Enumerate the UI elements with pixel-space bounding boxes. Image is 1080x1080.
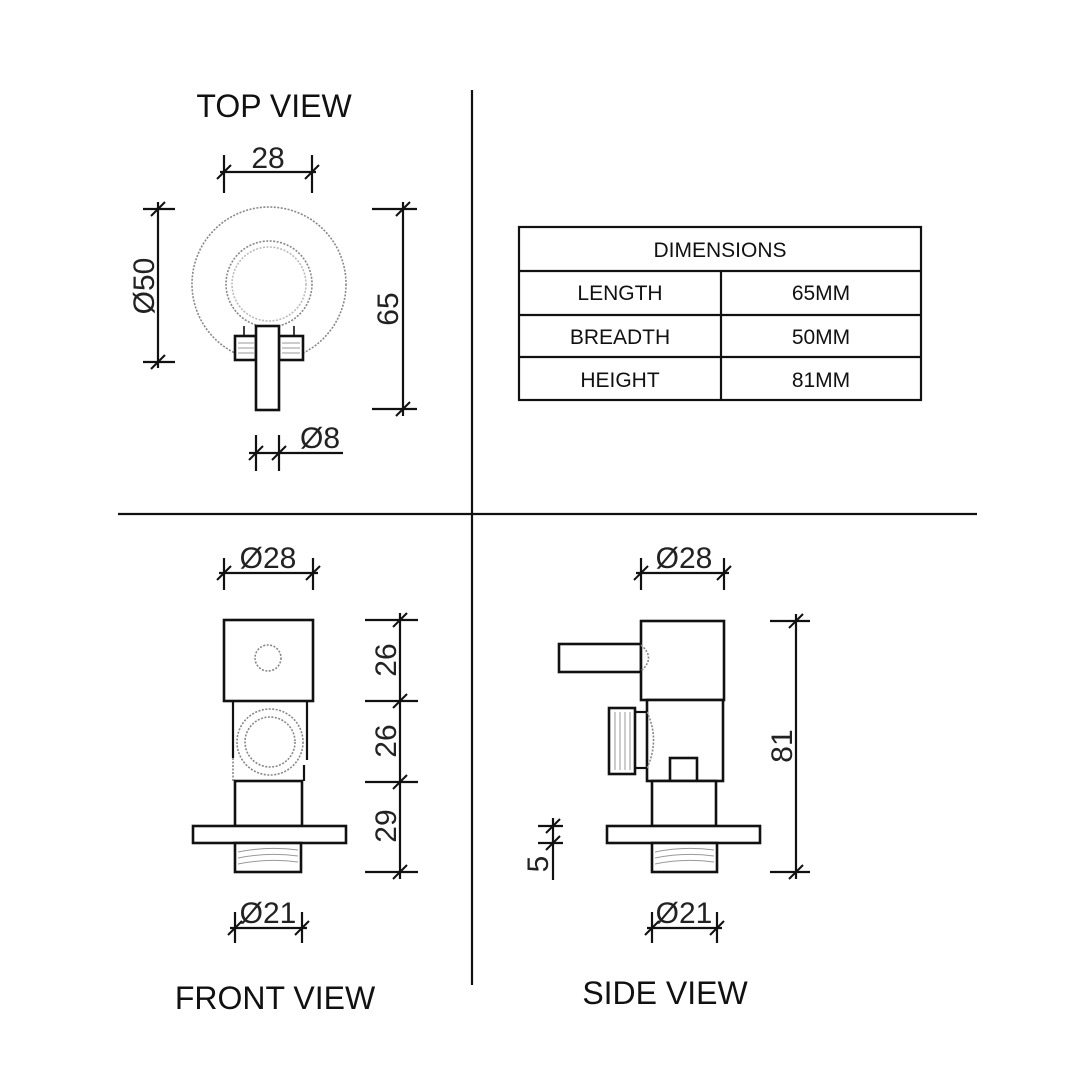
flange — [191, 824, 348, 845]
table-label-breadth: BREADTH — [570, 326, 670, 349]
table-label-height: HEIGHT — [580, 369, 660, 392]
table-value-length: 65MM — [792, 282, 850, 305]
dim-label-h1: 26 — [370, 643, 403, 676]
outlet-nut — [607, 706, 637, 776]
dimensions-table: DIMENSIONS LENGTH 65MM BREADTH 50MM HEIG… — [517, 225, 923, 402]
dim-bottom-diameter-21: Ø21 — [644, 897, 725, 943]
table-header: DIMENSIONS — [653, 239, 786, 262]
lower-stem — [233, 779, 304, 828]
front-view-title: FRONT VIEW — [175, 980, 376, 1016]
dim-heights-stack: 26 26 29 — [365, 612, 418, 880]
dim-label: 65 — [372, 292, 405, 325]
threaded-inlet — [650, 841, 719, 874]
table-label-length: LENGTH — [577, 282, 662, 305]
dim-label: 5 — [522, 856, 555, 873]
dim-label-h2: 26 — [370, 724, 403, 757]
side-view-title: SIDE VIEW — [582, 975, 748, 1011]
dim-flange-5: 5 — [522, 818, 563, 880]
threaded-inlet — [233, 841, 303, 874]
inner-cap-circle — [231, 246, 307, 322]
small-stub — [668, 756, 699, 783]
dim-top-diameter-28: Ø28 — [216, 542, 321, 590]
dim-label: 28 — [251, 142, 284, 175]
table-value-height: 81MM — [792, 369, 850, 392]
lower-stem — [650, 779, 718, 828]
lever-handle — [557, 642, 643, 674]
dim-diameter-50: Ø50 — [128, 201, 175, 370]
front-view: Ø28 26 26 29 Ø21 FRONT VIEW — [175, 542, 418, 1016]
dim-label: Ø21 — [240, 897, 297, 930]
outlet-outer-circle — [236, 708, 304, 776]
dim-bottom-diameter-21: Ø21 — [227, 897, 310, 943]
lever-hole — [254, 644, 282, 672]
dim-label-h3: 29 — [370, 809, 403, 842]
lever-handle — [254, 324, 281, 412]
dim-top-diameter-28: Ø28 — [633, 542, 732, 590]
dim-label: Ø28 — [240, 542, 297, 575]
dim-lever-diameter-8: Ø8 — [248, 422, 343, 471]
dim-height-81: 81 — [766, 613, 810, 880]
flange — [605, 824, 762, 845]
dim-length-65: 65 — [372, 201, 417, 417]
side-view: Ø28 81 5 Ø21 SIDE VIEW — [522, 542, 810, 1011]
head-block — [222, 618, 315, 703]
top-view-title: TOP VIEW — [196, 88, 352, 124]
outlet-inner-circle — [244, 716, 296, 768]
dim-label: Ø50 — [128, 258, 161, 315]
head-block — [639, 619, 726, 702]
dim-label: 81 — [766, 729, 799, 762]
top-view: TOP VIEW 28 Ø50 65 — [128, 88, 417, 471]
table-value-breadth: 50MM — [792, 326, 850, 349]
dim-label: Ø28 — [656, 542, 713, 575]
inner-body-circle — [225, 240, 313, 328]
dim-width-28: 28 — [216, 142, 320, 193]
dim-label: Ø21 — [656, 897, 713, 930]
dim-label: Ø8 — [300, 422, 340, 455]
